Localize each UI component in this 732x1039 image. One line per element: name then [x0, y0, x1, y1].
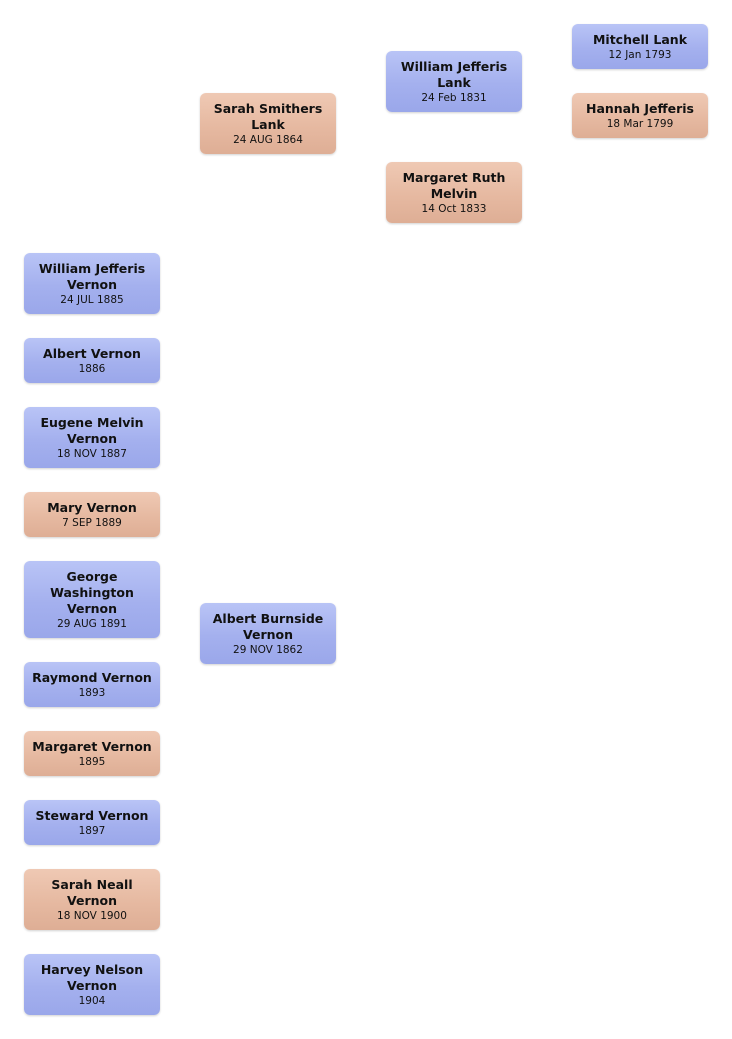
person-card-william-jefferis-vernon[interactable]: William Jefferis Vernon 24 JUL 1885	[24, 253, 160, 314]
person-birth-date: 7 SEP 1889	[62, 516, 122, 529]
person-card-steward-vernon[interactable]: Steward Vernon 1897	[24, 800, 160, 845]
person-birth-date: 1886	[78, 362, 106, 375]
person-name: Sarah Neall Vernon	[51, 876, 133, 908]
person-name: William Jefferis Lank	[400, 58, 508, 90]
person-birth-date: 1904	[78, 994, 106, 1007]
person-name: Margaret Ruth Melvin	[402, 169, 506, 201]
person-name: Mary Vernon	[47, 499, 137, 515]
person-birth-date: 29 NOV 1862	[233, 643, 303, 656]
person-card-margaret-ruth-melvin[interactable]: Margaret Ruth Melvin 14 Oct 1833	[386, 162, 522, 223]
person-card-albert-vernon[interactable]: Albert Vernon 1886	[24, 338, 160, 383]
person-card-mary-vernon[interactable]: Mary Vernon 7 SEP 1889	[24, 492, 160, 537]
person-birth-date: 24 Feb 1831	[421, 91, 487, 104]
person-name: Albert Burnside Vernon	[212, 610, 324, 642]
person-birth-date: 29 AUG 1891	[57, 617, 127, 630]
person-card-william-jefferis-lank[interactable]: William Jefferis Lank 24 Feb 1831	[386, 51, 522, 112]
person-card-hannah-jefferis[interactable]: Hannah Jefferis 18 Mar 1799	[572, 93, 708, 138]
person-name: William Jefferis Vernon	[38, 260, 146, 292]
person-birth-date: 24 JUL 1885	[60, 293, 124, 306]
person-card-albert-burnside-vernon[interactable]: Albert Burnside Vernon 29 NOV 1862	[200, 603, 336, 664]
person-card-harvey-nelson-vernon[interactable]: Harvey Nelson Vernon 1904	[24, 954, 160, 1015]
person-birth-date: 1897	[78, 824, 106, 837]
person-birth-date: 1893	[78, 686, 106, 699]
person-birth-date: 18 NOV 1900	[57, 909, 127, 922]
person-birth-date: 12 Jan 1793	[608, 48, 672, 61]
person-birth-date: 24 AUG 1864	[233, 133, 303, 146]
person-name: Hannah Jefferis	[585, 100, 694, 116]
person-name: Harvey Nelson Vernon	[40, 961, 144, 993]
person-birth-date: 1895	[78, 755, 106, 768]
person-name: Eugene Melvin Vernon	[40, 414, 144, 446]
person-card-sarah-smithers-lank[interactable]: Sarah Smithers Lank 24 AUG 1864	[200, 93, 336, 154]
person-name: George Washington Vernon	[50, 568, 134, 616]
person-card-george-washington-vernon[interactable]: George Washington Vernon 29 AUG 1891	[24, 561, 160, 638]
person-name: Steward Vernon	[35, 807, 149, 823]
person-card-sarah-neall-vernon[interactable]: Sarah Neall Vernon 18 NOV 1900	[24, 869, 160, 930]
person-name: Margaret Vernon	[32, 738, 152, 754]
person-card-margaret-vernon[interactable]: Margaret Vernon 1895	[24, 731, 160, 776]
person-name: Sarah Smithers Lank	[213, 100, 323, 132]
person-name: Albert Vernon	[43, 345, 141, 361]
person-name: Raymond Vernon	[32, 669, 152, 685]
person-card-mitchell-lank[interactable]: Mitchell Lank 12 Jan 1793	[572, 24, 708, 69]
person-birth-date: 18 Mar 1799	[606, 117, 674, 130]
person-card-raymond-vernon[interactable]: Raymond Vernon 1893	[24, 662, 160, 707]
person-birth-date: 18 NOV 1887	[57, 447, 127, 460]
person-card-eugene-melvin-vernon[interactable]: Eugene Melvin Vernon 18 NOV 1887	[24, 407, 160, 468]
person-name: Mitchell Lank	[592, 31, 688, 47]
person-birth-date: 14 Oct 1833	[421, 202, 487, 215]
